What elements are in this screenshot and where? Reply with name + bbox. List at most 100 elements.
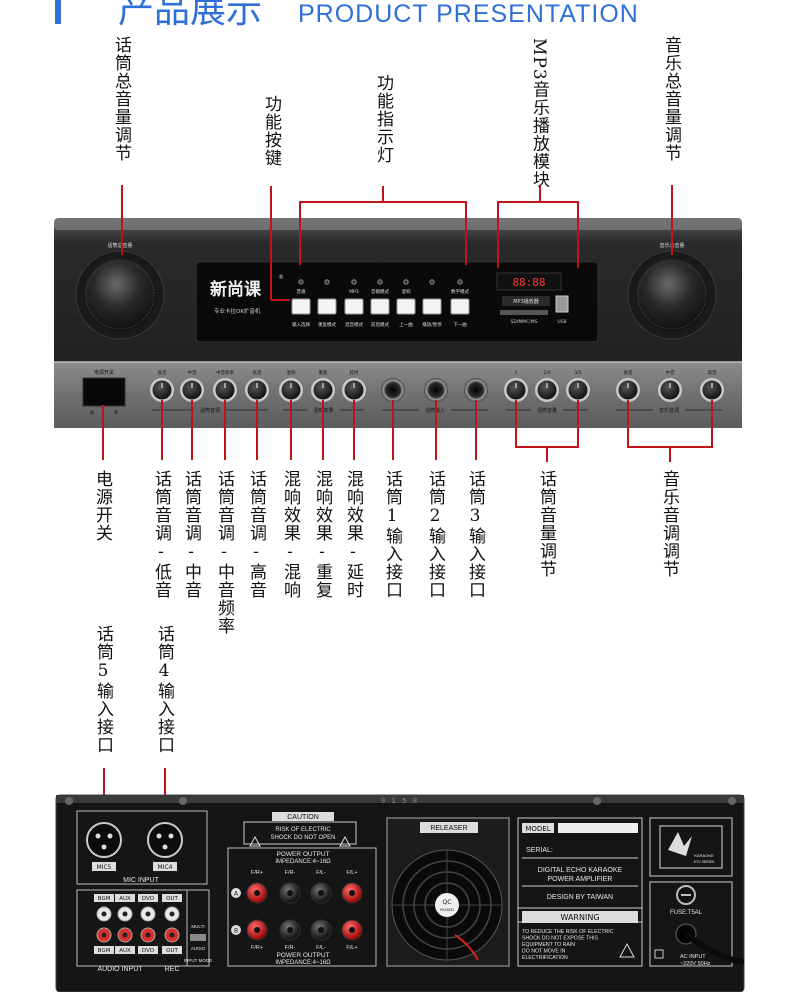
- tone-knob[interactable]: [281, 380, 301, 400]
- warning-title: WARNING: [560, 913, 599, 922]
- usb-port[interactable]: [555, 295, 569, 313]
- function-button[interactable]: [344, 298, 364, 315]
- rca-bottom-label: BGM: [98, 948, 111, 954]
- tone-knob[interactable]: [247, 380, 267, 400]
- volume-knob[interactable]: [537, 380, 557, 400]
- function-button[interactable]: [422, 298, 442, 315]
- mic-jack[interactable]: [464, 378, 488, 402]
- indicator-led: [429, 279, 435, 285]
- releaser-label: RELEASER: [430, 825, 467, 832]
- brand-logo-box: [649, 817, 733, 877]
- mic-input-block: [76, 810, 208, 885]
- group-label: 话筒音调: [200, 407, 220, 414]
- page-header: 产品展示 PRODUCT PRESENTATION: [55, 0, 638, 31]
- rca-jack[interactable]: [122, 911, 128, 917]
- tone-knob[interactable]: [182, 380, 202, 400]
- power-output-title-bottom: POWER OUTPUT: [276, 952, 329, 959]
- fuse-holder[interactable]: [676, 885, 696, 905]
- mic5-xlr-port[interactable]: [86, 822, 122, 858]
- callout-power-switch: 电源开关: [92, 470, 112, 542]
- rca-jack[interactable]: [101, 932, 107, 938]
- mic-jack[interactable]: [424, 378, 448, 402]
- rca-jack[interactable]: [122, 932, 128, 938]
- power-switch-label: 电源开关: [94, 369, 114, 376]
- group-label: 音乐音调: [659, 407, 679, 414]
- knob-label: 中音: [666, 369, 675, 376]
- callout-mic2-input: 话筒2输入接口: [425, 470, 445, 599]
- terminal-row-label: B: [234, 928, 238, 935]
- rca-jack[interactable]: [169, 932, 175, 938]
- design-label: DESIGN BY TAIWAN: [547, 894, 613, 901]
- qc-sticker: QC: [443, 899, 452, 906]
- function-button[interactable]: [450, 298, 470, 315]
- function-button-label: 重复模式: [318, 321, 336, 328]
- rca-jack[interactable]: [101, 911, 107, 917]
- mic-master-knob[interactable]: [75, 250, 165, 340]
- indicator-led: [324, 279, 330, 285]
- function-button[interactable]: [396, 298, 416, 315]
- volume-knob[interactable]: [618, 380, 638, 400]
- product-line-2: POWER AMPLIFIER: [548, 876, 613, 883]
- rear-logo-text: KARAOKE: [694, 853, 714, 858]
- indicator-led: [403, 279, 409, 285]
- knob-label: 延时: [350, 369, 359, 376]
- warning-line: ELECTRIFICATION: [522, 955, 568, 961]
- mic4-port-label: MIC4: [158, 864, 173, 871]
- ac-input-label: AC INPUT: [680, 954, 706, 960]
- terminal-label-top: F/L-: [316, 870, 326, 876]
- terminal-label-bottom: F/R+: [251, 945, 263, 951]
- volume-knob[interactable]: [506, 380, 526, 400]
- sd-slot[interactable]: [500, 310, 548, 315]
- indicator-label: 数字模式: [451, 288, 469, 295]
- tone-knob[interactable]: [344, 380, 364, 400]
- function-button-label: 混音模式: [345, 321, 363, 328]
- rca-jack[interactable]: [145, 911, 151, 917]
- knob-label: 1: [515, 370, 518, 376]
- tone-knob[interactable]: [215, 380, 235, 400]
- serial-label: SERIAL:: [526, 847, 553, 854]
- rca-top-label: BGM: [98, 896, 111, 902]
- audio-label: AUDIO: [191, 946, 206, 951]
- tone-knob[interactable]: [152, 380, 172, 400]
- rca-top-label: AUX: [119, 896, 131, 902]
- function-buttons: 输入选择重复模式混音模式前后模式上一曲播放/暂停下一曲: [291, 298, 470, 328]
- brand-subtitle: 专业卡拉OK扩音机: [214, 307, 261, 315]
- power-output-block: [227, 847, 377, 967]
- brand-logo: 新尚课: [210, 279, 262, 300]
- callout-mic4-input: 话筒4输入接口: [154, 625, 174, 754]
- mic5-port-label: MIC5: [97, 864, 112, 871]
- volume-knob[interactable]: [702, 380, 722, 400]
- rca-top-label: DVD: [142, 896, 154, 902]
- mic4-xlr-port[interactable]: [147, 822, 183, 858]
- terminal-row-label: A: [234, 891, 239, 898]
- knob-label: 中音: [188, 369, 197, 376]
- warning-line: SHOCK DO NOT EXPOSE THIS: [522, 936, 598, 942]
- indicator-label: 普通: [297, 288, 306, 295]
- function-button[interactable]: [317, 298, 337, 315]
- rca-jack[interactable]: [145, 932, 151, 938]
- rca-jack[interactable]: [169, 911, 175, 917]
- input-mode-switch[interactable]: [190, 934, 206, 941]
- knob-label: 重复: [319, 369, 328, 376]
- function-button-label: 前后模式: [371, 321, 389, 328]
- knob-label: 混响: [287, 369, 296, 376]
- function-button[interactable]: [291, 298, 311, 315]
- function-button[interactable]: [370, 298, 390, 315]
- tone-knob[interactable]: [313, 380, 333, 400]
- knob-label: 高音: [253, 369, 262, 376]
- music-master-knob[interactable]: [627, 250, 717, 340]
- mic-jack[interactable]: [381, 378, 405, 402]
- multi-label: MULTI: [191, 924, 204, 929]
- fuse-label: FUSE:T5AL: [670, 910, 703, 916]
- callout-mic1-input: 话筒1输入接口: [382, 470, 402, 599]
- volume-knob[interactable]: [568, 380, 588, 400]
- knob-label: 中音频率: [216, 369, 234, 376]
- impedance-top: IMPEDANCE:4~16Ω: [275, 859, 331, 865]
- volume-knob[interactable]: [660, 380, 680, 400]
- speaker-terminals: F/R+F/R+F/R-F/R-F/L-F/L-F/L+F/L+AB: [231, 870, 363, 951]
- power-off-label: 关: [90, 409, 95, 416]
- power-switch[interactable]: [82, 377, 126, 407]
- terminal-label-bottom: F/L+: [346, 945, 357, 951]
- indicator-label: 混响: [402, 288, 411, 295]
